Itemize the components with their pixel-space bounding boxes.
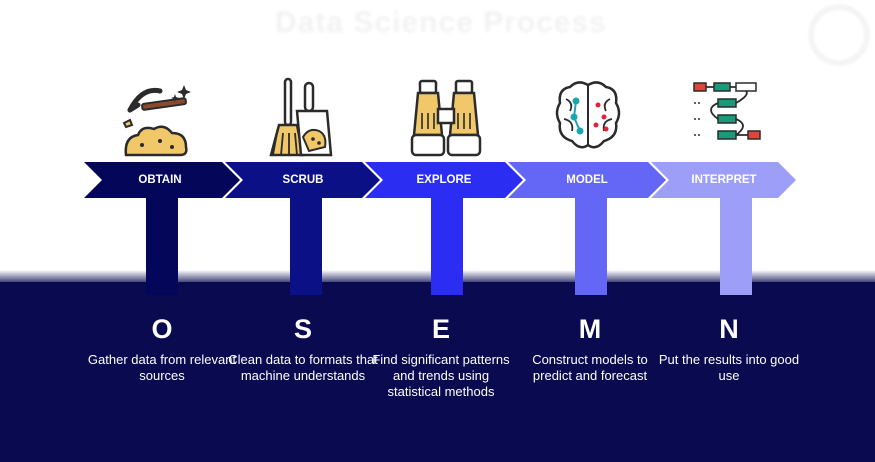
flowchart-icon	[692, 75, 764, 160]
arrow-scrub	[225, 162, 380, 198]
arrow-explore	[365, 162, 523, 198]
step-description: Clean data to formats that machine under…	[228, 352, 378, 383]
stem-interpret	[720, 195, 752, 295]
watermark-logo	[808, 4, 870, 66]
arrow-label-obtain: OBTAIN	[138, 174, 182, 186]
pickaxe-gold-icon	[120, 75, 192, 160]
arrow-label-interpret: INTERPRET	[691, 174, 757, 186]
step-description: Find significant patterns and trends usi…	[372, 352, 510, 399]
step-column-explore: E Find significant patterns and trends u…	[366, 312, 516, 400]
arrow-label-scrub: SCRUB	[282, 174, 324, 186]
bottom-panel	[0, 282, 875, 462]
brain-network-icon	[552, 75, 624, 160]
arrow-label-model: MODEL	[566, 174, 608, 186]
binoculars-icon	[410, 75, 482, 160]
step-letter: N	[719, 314, 739, 344]
arrow-label-explore: EXPLORE	[416, 174, 472, 186]
arrow-model	[508, 162, 666, 198]
step-letter: M	[578, 314, 602, 344]
step-description: Put the results into good use	[658, 352, 800, 383]
step-column-scrub: S Clean data to formats that machine und…	[228, 312, 378, 384]
arrow-interpret	[651, 162, 796, 198]
stem-model	[575, 195, 607, 295]
step-column-obtain: O Gather data from relevant sources	[87, 312, 237, 384]
arrow-obtain	[84, 162, 240, 198]
page-title: Data Science Process	[275, 6, 607, 39]
step-description: Construct models to predict and forecast	[532, 352, 648, 383]
step-description: Gather data from relevant sources	[87, 352, 237, 383]
step-letter: E	[431, 314, 450, 344]
step-letter: S	[293, 314, 312, 344]
broom-dustpan-icon	[265, 75, 337, 160]
stem-obtain	[146, 195, 178, 295]
step-column-model: M Construct models to predict and foreca…	[515, 312, 665, 384]
step-letter: O	[151, 314, 173, 344]
stem-explore	[431, 195, 463, 295]
step-column-interpret: N Put the results into good use	[654, 312, 804, 384]
icon-row	[0, 75, 875, 160]
stem-scrub	[290, 195, 322, 295]
